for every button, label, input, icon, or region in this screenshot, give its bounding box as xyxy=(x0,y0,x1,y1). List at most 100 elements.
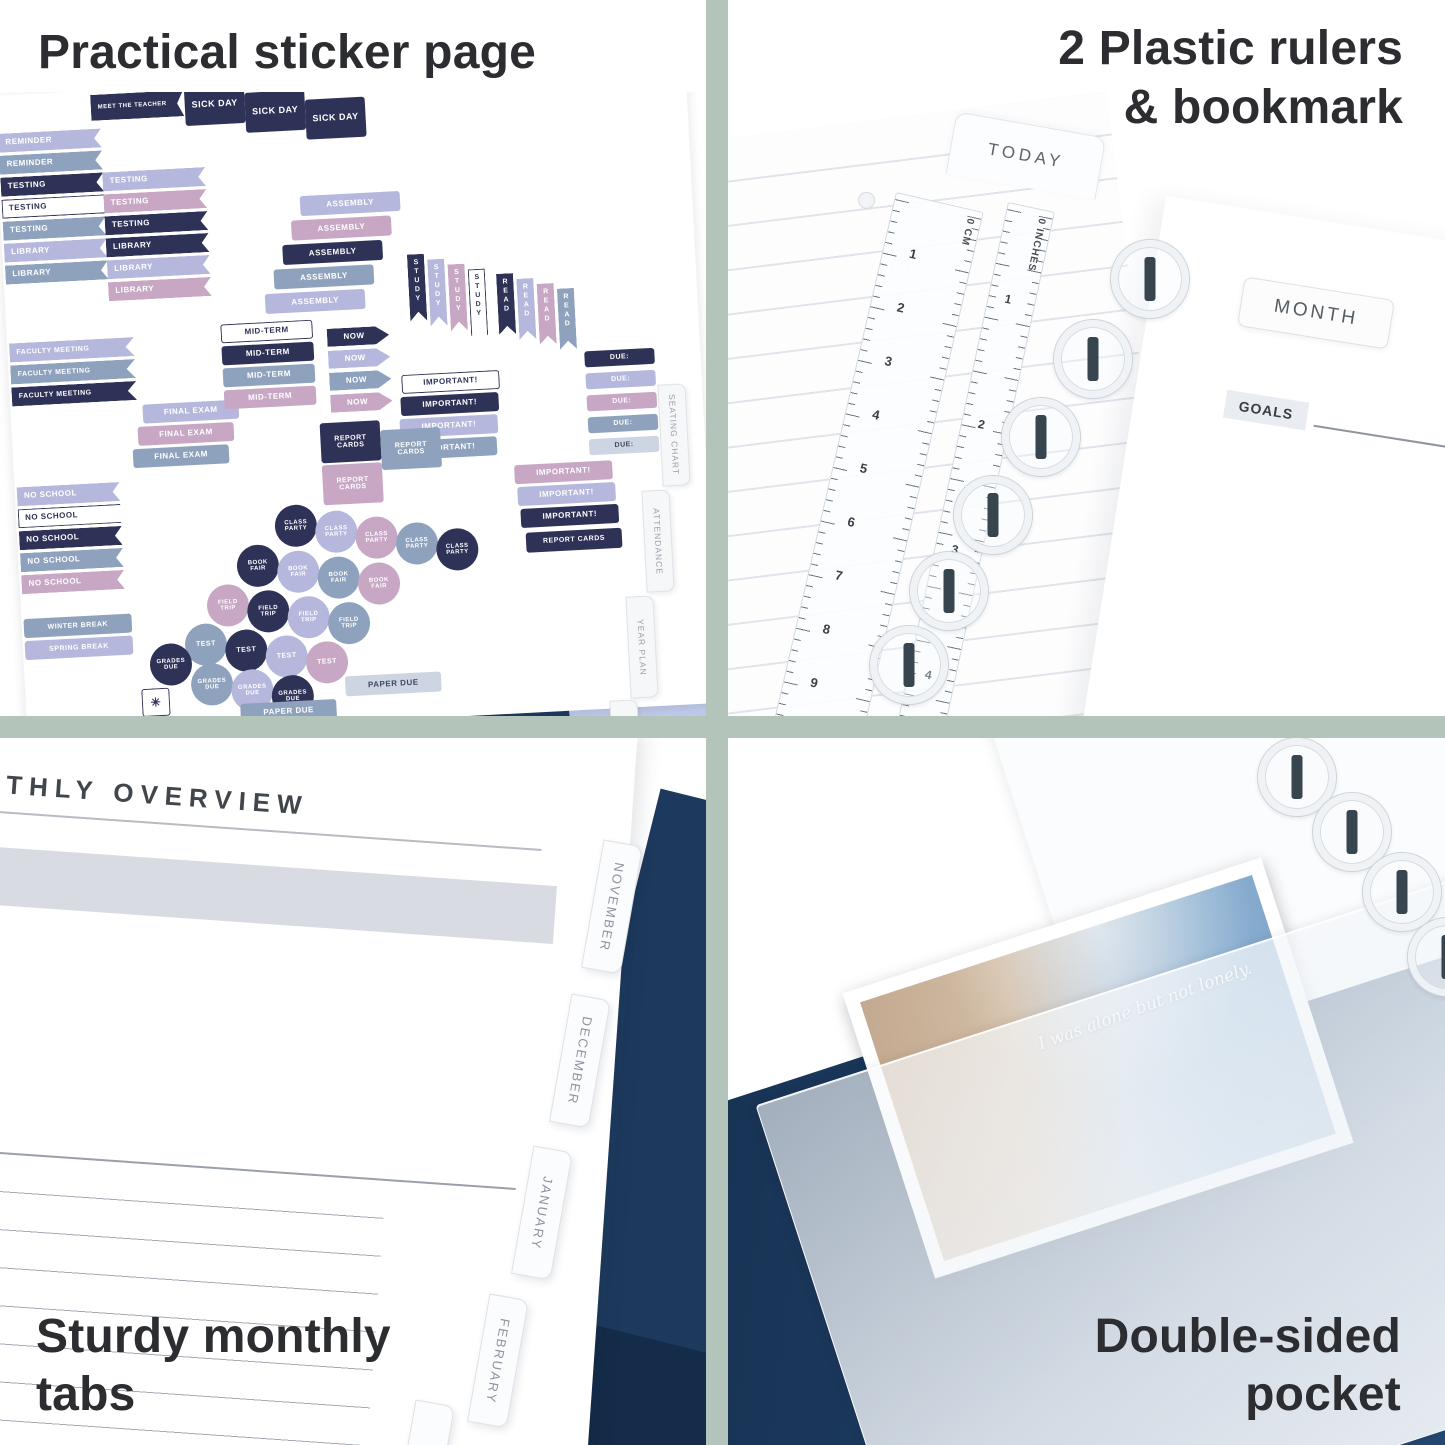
edge-tab-attendance: ATTENDANCE xyxy=(641,489,675,593)
sticker-banner: STUDY xyxy=(407,254,427,322)
title-line-1: Sturdy monthly xyxy=(36,1309,391,1363)
sticker-flag: TESTING xyxy=(103,189,207,213)
sticker-square: SICK DAY xyxy=(183,92,246,127)
divider-page xyxy=(1075,196,1445,716)
sticker-pill: SPRING BREAK xyxy=(24,635,134,661)
sticker-circle: BOOK FAIR xyxy=(316,555,361,600)
sticker-square: REPORT CARDS xyxy=(380,427,443,471)
sticker-circle: BOOK FAIR xyxy=(276,549,321,594)
sticker-pill: MID-TERM xyxy=(222,363,316,388)
title-line-2: pocket xyxy=(1245,1368,1401,1422)
sticker-pill: DUE: xyxy=(588,435,660,456)
sticker-flag: NO SCHOOL xyxy=(18,504,122,528)
inch-number: 1 xyxy=(1003,291,1013,307)
sticker-flag: LIBRARY xyxy=(108,277,212,301)
sticker-arrow: NOW xyxy=(327,326,390,347)
cm-scale-label: 0 CM xyxy=(958,217,976,247)
panel-title-sticker: Practical sticker page xyxy=(38,26,537,79)
sticker-pill: IMPORTANT! xyxy=(517,482,617,507)
inch-number: 2 xyxy=(976,416,987,432)
title-line-1: 2 Plastic rulers xyxy=(1058,22,1403,75)
cm-number: 5 xyxy=(858,460,869,477)
sticker-circle: FIELD TRIP xyxy=(205,583,251,628)
sticker-circle: CLASS PARTY xyxy=(394,521,440,566)
sticker-pill: REPORT CARDS xyxy=(525,527,623,553)
sticker-pill: IMPORTANT! xyxy=(400,392,500,417)
sticker-pill: MID-TERM xyxy=(220,319,314,344)
cm-number: 2 xyxy=(895,299,906,316)
sticker-flag: TESTING xyxy=(0,172,104,196)
inch-number: 3 xyxy=(950,542,960,558)
edge-tab-year-plan: YEAR PLAN xyxy=(625,595,659,699)
today-tab-label: TODAY xyxy=(986,139,1066,172)
sticker-pill: ASSEMBLY xyxy=(282,239,384,266)
sticker-circle: TEST xyxy=(224,628,269,673)
inch-number: 4 xyxy=(923,667,934,683)
sticker-pill: ASSEMBLY xyxy=(264,288,366,315)
sticker-square: ✳ xyxy=(141,687,171,716)
sticker-pill: ASSEMBLY xyxy=(273,264,375,290)
sticker-circle: BOOK FAIR xyxy=(235,543,281,588)
gray-row xyxy=(0,841,557,945)
sticker-flag: FACULTY MEETING xyxy=(10,359,136,385)
sticker-flag: LIBRARY xyxy=(106,233,210,257)
edge-tab-seating-chart: SEATING CHART xyxy=(657,383,691,487)
sticker-arrow: NOW xyxy=(328,348,391,369)
sticker-pill: FINAL EXAM xyxy=(137,421,235,446)
sticker-pill: DUE: xyxy=(584,347,655,368)
sticker-pill: DUE: xyxy=(586,391,658,412)
sticker-banner: READ xyxy=(496,273,516,335)
sticker-circle: FIELD TRIP xyxy=(246,589,291,634)
sticker-flag: TESTING xyxy=(102,167,206,191)
sticker-banner: READ xyxy=(516,278,536,340)
sticker-pill: FINAL EXAM xyxy=(132,444,230,469)
sticker-pill: ASSEMBLY xyxy=(299,190,401,217)
sticker-pill: PAPER DUE xyxy=(344,671,442,697)
sticker-flag: NO SCHOOL xyxy=(17,482,121,506)
sticker-pill: DUE: xyxy=(585,369,657,390)
sticker-square: REPORT CARDS xyxy=(321,462,384,506)
page-header: MONTHLY OVERVIEW xyxy=(0,763,310,821)
cm-number: 3 xyxy=(883,352,894,370)
sticker-flag: REMINDER xyxy=(0,128,102,152)
sticker-flag: MEET THE TEACHER xyxy=(90,92,184,121)
sticker-banner: READ xyxy=(537,283,557,345)
panel-pocket: I was alone but not lonely. Double-sided… xyxy=(728,738,1445,1445)
title-line-2: tabs xyxy=(36,1368,136,1422)
sticker-circle: CLASS PARTY xyxy=(314,509,359,554)
panel-title-monthly: Sturdy monthly tabs xyxy=(36,1308,391,1425)
sticker-flag: LIBRARY xyxy=(5,260,109,284)
panel-title-pocket: Double-sided pocket xyxy=(1095,1308,1401,1425)
sticker-flag: NO SCHOOL xyxy=(19,526,123,550)
sticker-pill: MID-TERM xyxy=(223,385,317,410)
cm-number: 7 xyxy=(833,567,845,584)
sticker-circle: CLASS PARTY xyxy=(273,503,318,548)
sticker-square: SICK DAY xyxy=(244,92,307,133)
sticker-flag: TESTING xyxy=(3,216,107,240)
sticker-banner: STUDY xyxy=(427,259,447,327)
sticker-flag: REMINDER xyxy=(0,150,103,174)
cm-number: 1 xyxy=(907,245,919,263)
sticker-flag: NO SCHOOL xyxy=(20,548,124,572)
sticker-pill: WINTER BREAK xyxy=(23,613,133,639)
sticker-flag: NO SCHOOL xyxy=(21,570,125,594)
sticker-circle: GRADES DUE xyxy=(190,662,235,707)
sticker-circle: FIELD TRIP xyxy=(286,595,331,640)
cm-number: 8 xyxy=(821,620,832,638)
title-line-2: & bookmark xyxy=(1123,80,1403,134)
sticker-pill: IMPORTANT! xyxy=(514,460,613,485)
sticker-circle: BOOK FAIR xyxy=(356,561,402,606)
sticker-flag: FACULTY MEETING xyxy=(9,337,135,363)
sticker-pill: ASSEMBLY xyxy=(290,215,392,241)
sticker-pill: MID-TERM xyxy=(221,341,315,366)
title-line-1: Double-sided xyxy=(1094,1309,1401,1363)
sticker-banner: READ xyxy=(557,288,577,350)
sticker-square: REPORT CARDS xyxy=(319,420,382,464)
sticker-flag: TESTING xyxy=(1,194,105,218)
